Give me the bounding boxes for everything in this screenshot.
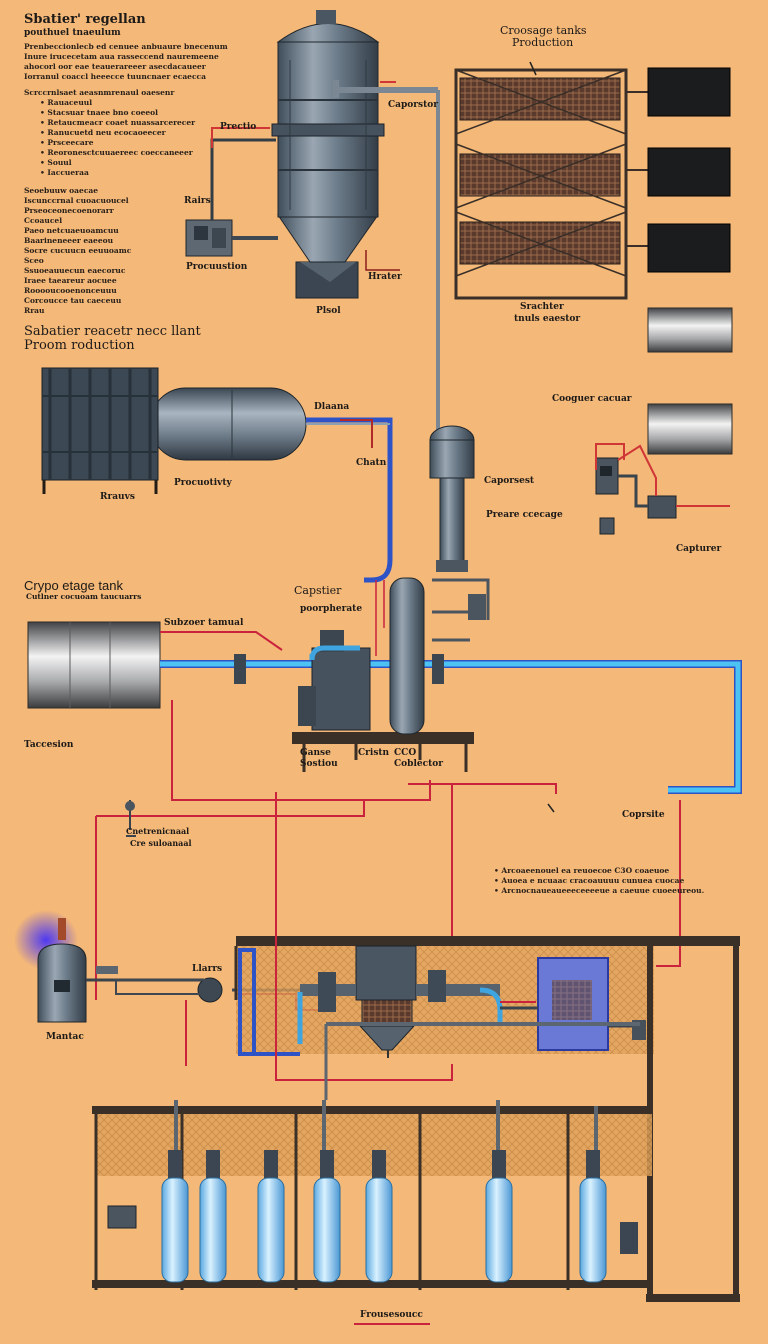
label-cne-sub: Cre suloanaal xyxy=(130,838,192,848)
valve-unit xyxy=(620,1222,638,1254)
notes-top: Prenbeccionlecb ed cenuee anbuaure bnece… xyxy=(24,42,228,178)
horizontal-reactor xyxy=(41,367,307,494)
control-unit-right xyxy=(595,443,730,535)
cryo-storage-tank xyxy=(27,621,161,709)
label-chatn: Chatn xyxy=(356,458,387,468)
label-plsol: Plsol xyxy=(316,306,341,316)
transfer-pump xyxy=(115,977,223,1003)
main-reactor-tower xyxy=(271,10,385,299)
label-carporstor: Caporstor xyxy=(388,100,439,110)
title-top: Sbatier' regellan xyxy=(24,12,146,27)
subtitle-top: pouthuel tnaeulum xyxy=(24,28,121,38)
label-rrauvs: Rrauvs xyxy=(100,492,135,502)
label-rairs: Rairs xyxy=(184,196,211,206)
label-caporsest: Caporsest xyxy=(484,476,535,486)
label-procuotivty: Procuotivty xyxy=(174,478,232,488)
gas-cylinders xyxy=(161,1150,607,1283)
label-dlaana: Dlaana xyxy=(314,402,350,412)
label-cnetrl: Cnetrenicnaal xyxy=(126,826,190,836)
label-procuustion: Procuustion xyxy=(186,262,248,272)
tanks-title: Croosage tanks xyxy=(500,24,587,37)
mid-subtitle: Proom roduction xyxy=(24,338,135,353)
label-subzoer: Subzoer tamual xyxy=(164,618,244,628)
chrome-tank-2 xyxy=(647,403,733,455)
label-porophate: poorpherate xyxy=(300,604,363,614)
label-hrater: Hrater xyxy=(368,272,402,282)
label-capstier: Capstier xyxy=(294,584,342,597)
label-preare-ccecage: Preare ccecage xyxy=(486,510,563,520)
footer-label: Frousesoucc xyxy=(360,1310,423,1320)
label-cooger-cacuar: Cooguer cacuar xyxy=(552,394,632,404)
label-taccesion: Taccesion xyxy=(24,740,74,750)
label-coprsite: Coprsite xyxy=(622,810,665,820)
monitor-unit xyxy=(107,1205,137,1229)
black-tank-3 xyxy=(647,223,731,273)
crypo-sub: Cutlner cocuoam taucuarrs xyxy=(26,592,142,601)
tanks-subtitle: Production xyxy=(512,36,574,49)
sabatier-reactor-core xyxy=(292,577,490,772)
storage-rack xyxy=(454,61,648,300)
label-cristn: Cristn xyxy=(358,748,390,758)
label-storage-bottom2: tnuls eaestor xyxy=(514,314,581,324)
catalyst-reactor xyxy=(297,945,503,1058)
distillation-column xyxy=(429,425,475,572)
bottling-frame xyxy=(92,1106,740,1302)
black-tank-2 xyxy=(647,147,731,197)
methane-tank xyxy=(37,918,87,1023)
label-cco-coblector: CCO Coblector xyxy=(394,748,443,769)
label-capturer: Capturer xyxy=(676,544,722,554)
notes-right: Arcoaeenouel ea reuoecoe C3O coaeuoe Auo… xyxy=(494,866,714,896)
label-mantac: Mantac xyxy=(46,1032,84,1042)
label-ganse-sostiou: Ganse Sostiou xyxy=(300,748,338,769)
label-storage-bottom: Srachter xyxy=(520,302,564,312)
label-llarrs: Llarrs xyxy=(192,964,223,974)
label-prectio: Prectio xyxy=(220,122,257,132)
crypo-title: Crypo etage tank xyxy=(24,578,124,593)
black-tank-1 xyxy=(647,67,731,117)
notes-left: Seoebuuw oaecae Iscunccrnal cuoacuoucel … xyxy=(24,186,132,315)
left-pump-unit xyxy=(185,219,278,257)
chrome-tank-1 xyxy=(647,307,733,353)
mid-title: Sabatier reacetr necc llant xyxy=(24,324,201,339)
